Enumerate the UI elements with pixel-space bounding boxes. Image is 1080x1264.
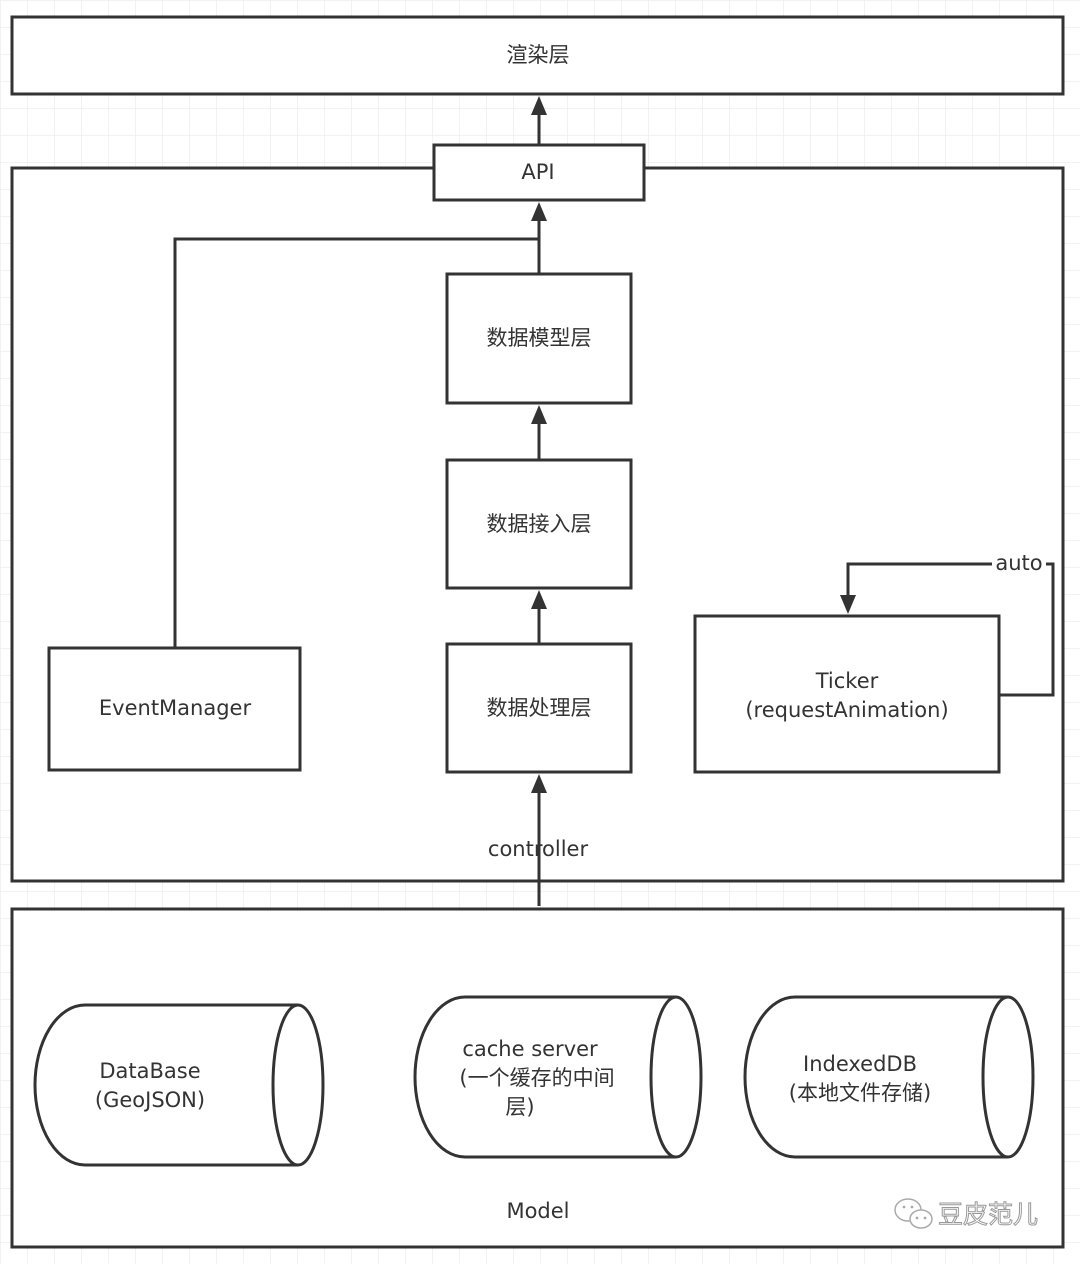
cache-server-label-line3: 层) [505,1095,534,1119]
event-manager-label: EventManager [99,696,252,720]
watermark-text: 豆皮范儿 [938,1200,1038,1229]
edge-data-access-to-data-model [531,405,547,459]
watermark: 豆皮范儿 [894,1198,1039,1230]
arrowhead-icon [531,202,547,221]
edge-model-to-data-process: controller [488,774,589,906]
edge-api-to-render [531,96,547,144]
data-access-label: 数据接入层 [487,512,592,536]
render-layer[interactable]: 渲染层 [10,15,1065,96]
arrowhead-icon [531,96,547,115]
edge-data-model-to-api [531,202,547,274]
ticker-label-line2: (requestAnimation) [745,698,948,722]
auto-edge-label: auto [995,551,1042,575]
wechat-icon [894,1198,933,1229]
render-layer-label: 渲染层 [507,43,570,67]
database-cylinder[interactable]: DataBase (GeoJSON) [33,1003,325,1167]
edge-data-process-to-data-access [531,590,547,644]
model-layer-label: Model [506,1199,569,1223]
cache-server-label-line2: (一个缓存的中间 [459,1066,614,1090]
arrowhead-icon [531,590,547,609]
data-model-layer-node[interactable]: 数据模型层 [445,272,633,405]
ticker-node[interactable]: Ticker (requestAnimation) [693,614,1001,774]
event-manager-node[interactable]: EventManager [47,646,302,772]
cache-server-label-line1: cache server [462,1037,598,1061]
controller-edge-label: controller [488,837,589,861]
arrowhead-icon [531,774,547,793]
data-model-label: 数据模型层 [487,326,592,350]
indexeddb-label-line1: IndexedDB [803,1052,917,1076]
ticker-label-line1: Ticker [815,669,879,693]
arrowhead-icon [531,405,547,424]
data-access-layer-node[interactable]: 数据接入层 [445,458,633,590]
database-label-line1: DataBase [99,1059,200,1083]
edge-event-manager-to-api [173,237,539,647]
cache-server-cylinder[interactable]: cache server (一个缓存的中间 层) [413,995,703,1159]
indexeddb-label-line2: (本地文件存储) [789,1081,931,1105]
database-label-line2: (GeoJSON) [95,1088,205,1112]
data-process-label: 数据处理层 [487,696,592,720]
arrowhead-icon [840,595,856,614]
indexeddb-cylinder[interactable]: IndexedDB (本地文件存储) [743,995,1035,1159]
data-process-layer-node[interactable]: 数据处理层 [445,642,633,774]
api-label: API [521,160,554,184]
edge-ticker-auto-loop: auto [840,551,1055,697]
api-node[interactable]: API [432,143,646,202]
